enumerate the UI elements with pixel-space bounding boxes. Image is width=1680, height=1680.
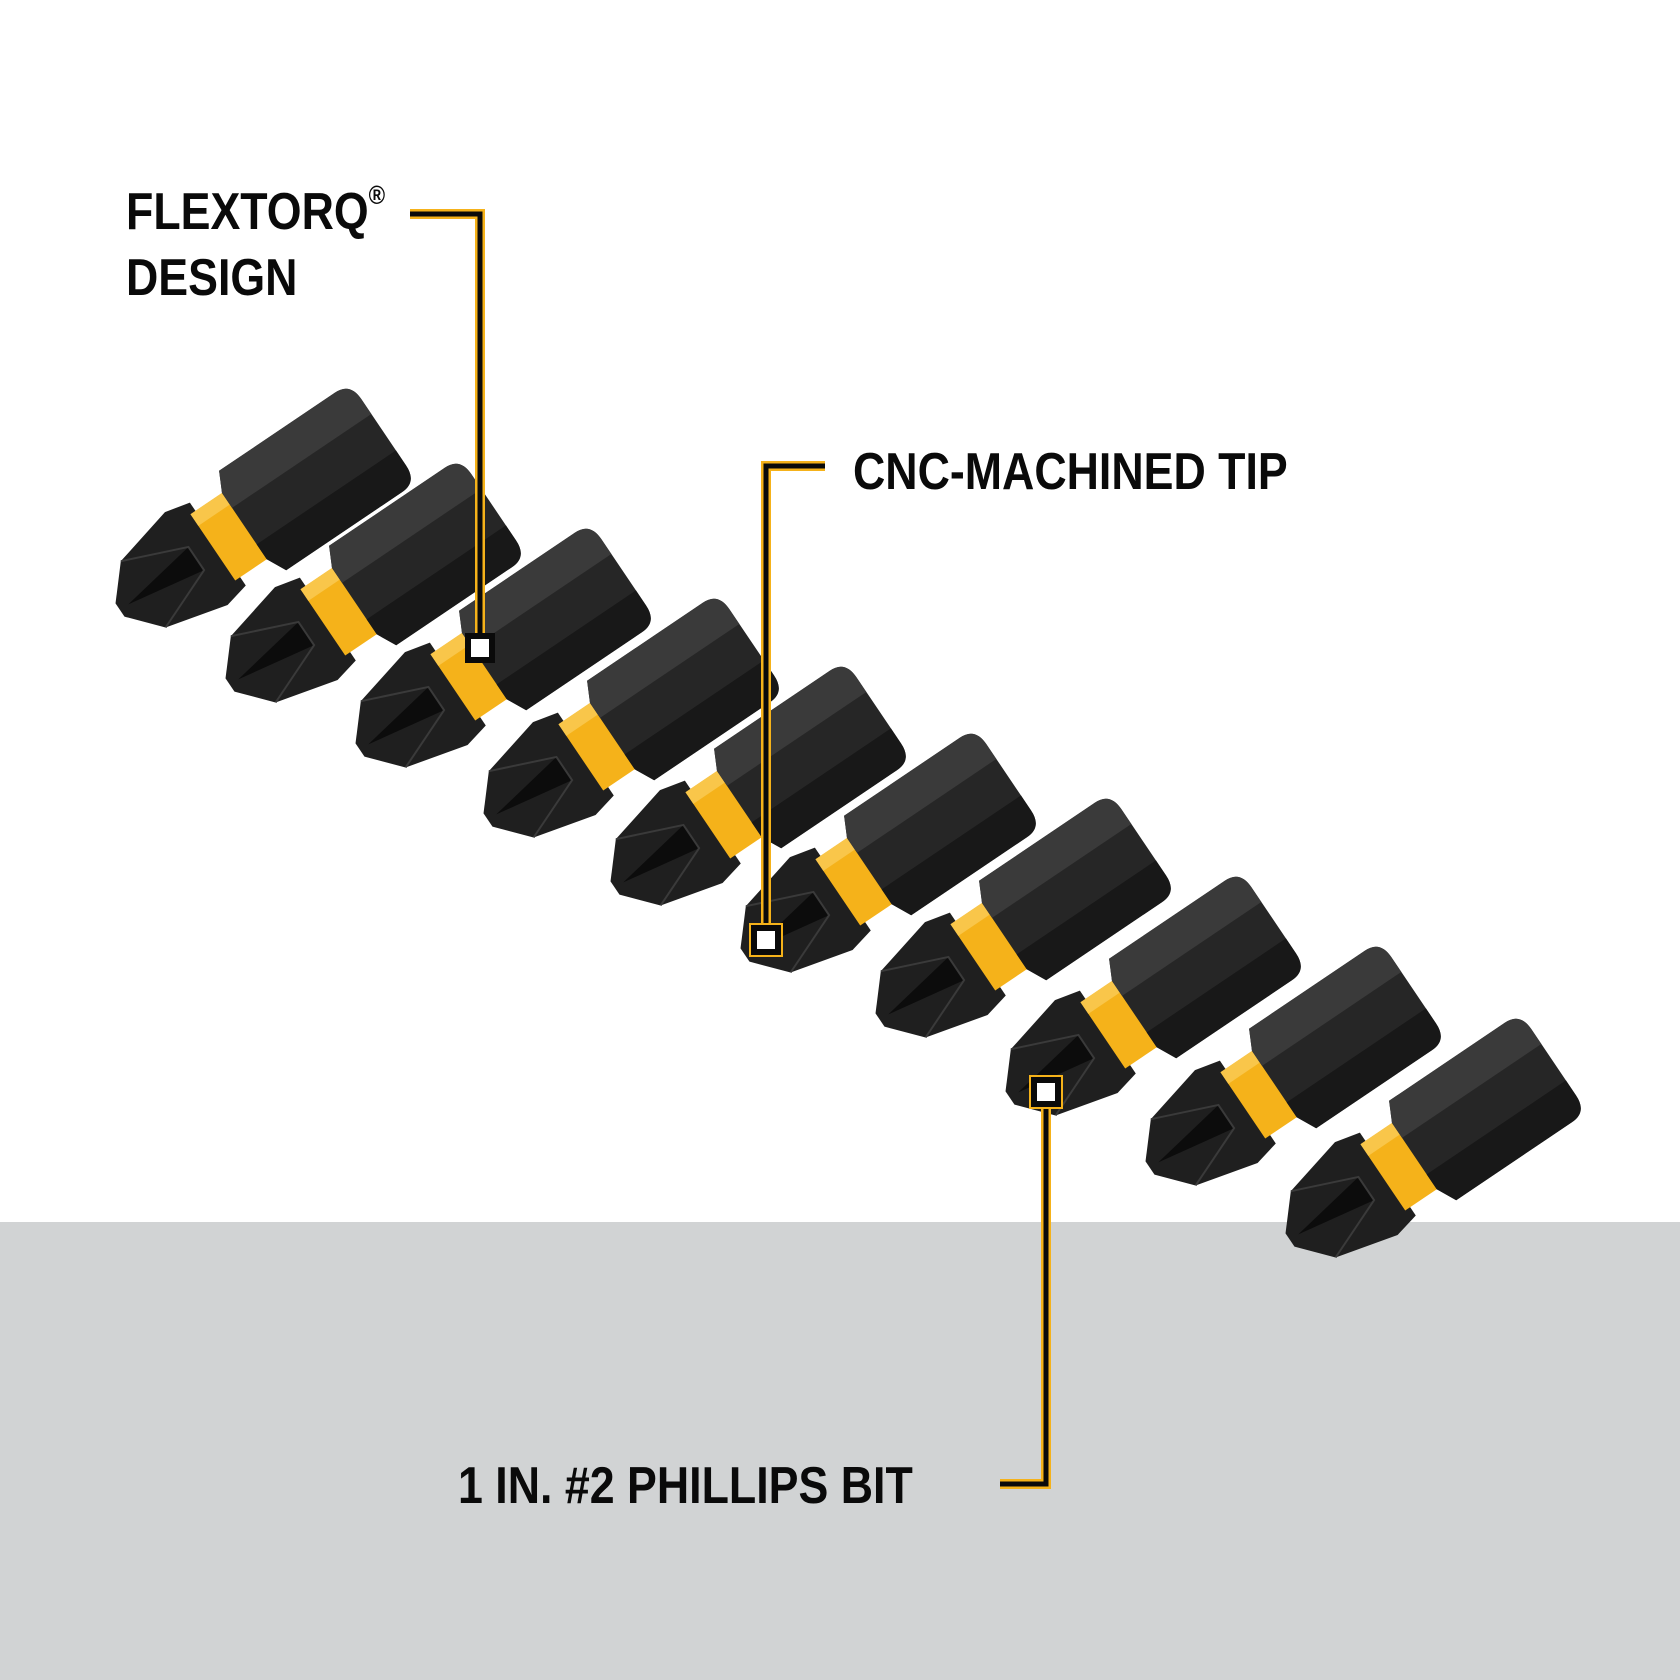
gray-floor-band [0, 1222, 1680, 1680]
callout-flextorq-subtitle: DESIGN [126, 249, 298, 307]
registered-mark: ® [368, 180, 386, 210]
callout-flextorq-title: FLEXTORQ® [126, 182, 385, 241]
callout-line-cnc [749, 461, 825, 957]
callout-flextorq-text: FLEXTORQ [126, 183, 369, 241]
callout-phillips-bit: 1 IN. #2 PHILLIPS BIT [458, 1457, 913, 1515]
callout-line-flextorq [410, 209, 495, 663]
callout-line-phillips [1000, 1075, 1063, 1489]
callout-cnc-tip: CNC-MACHINED TIP [853, 443, 1288, 501]
bit-row [85, 381, 1589, 1291]
